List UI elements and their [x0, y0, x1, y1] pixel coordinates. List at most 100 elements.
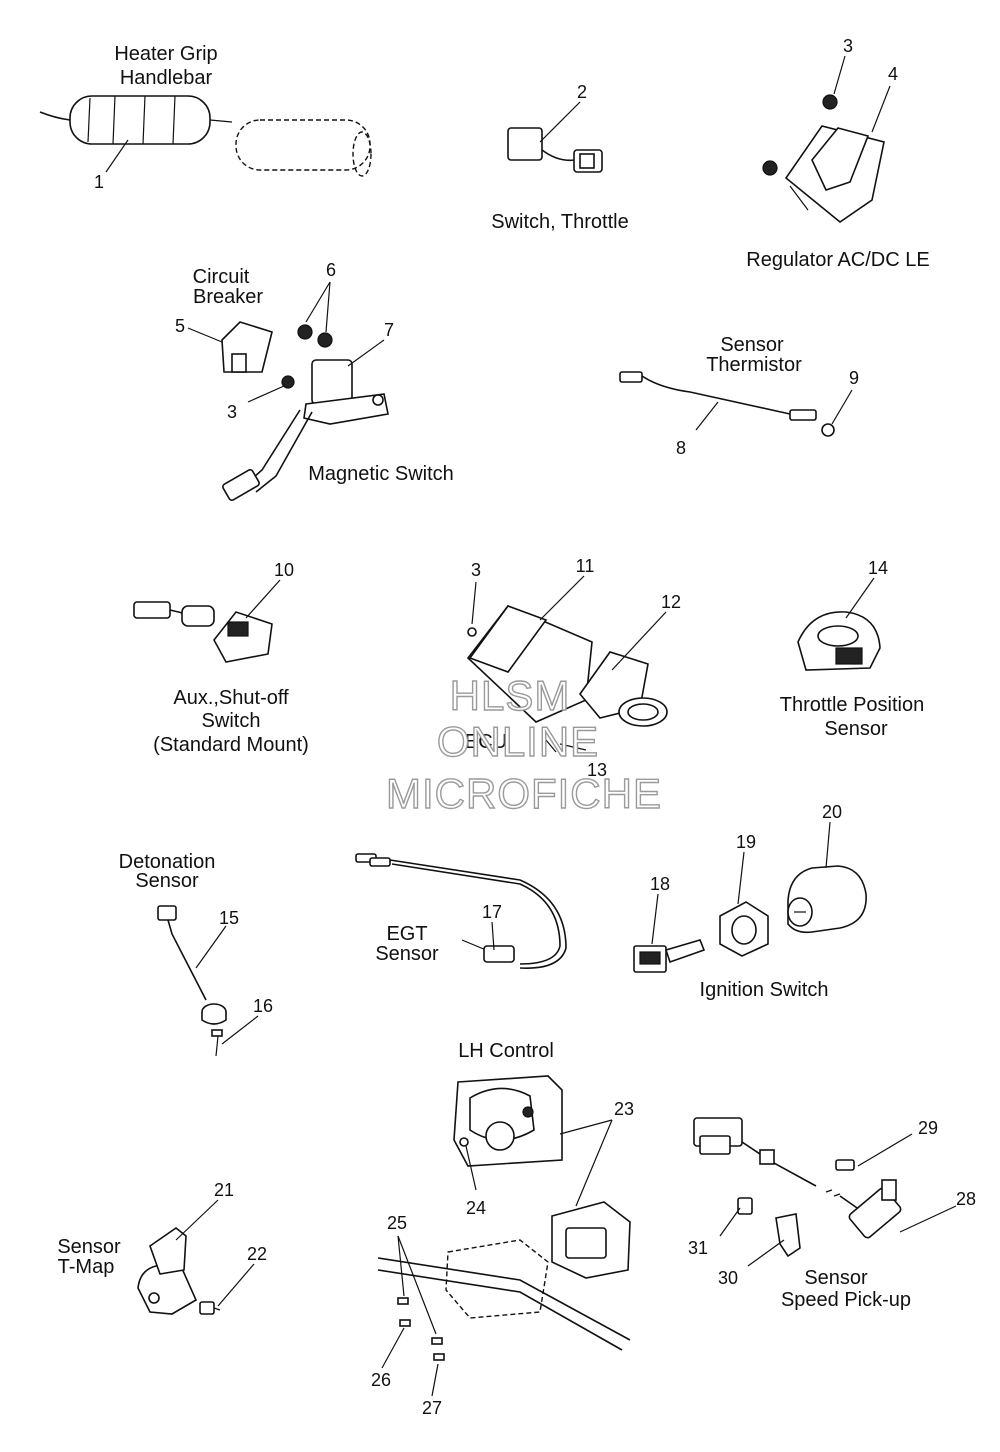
leader-30 [747, 1239, 785, 1267]
callout-2: 2 [577, 82, 587, 102]
ignition-switch-drawing [633, 865, 867, 973]
detonation-sensor-label-1: Detonation [119, 851, 216, 873]
watermark-line-1: HLSM [450, 672, 571, 719]
magnetic-switch-label: Magnetic Switch [308, 463, 454, 485]
leader-29 [857, 1133, 913, 1167]
sensor-tmap-drawing [137, 1227, 221, 1315]
leader-24 [465, 1145, 477, 1191]
lh-control-label: LH Control [458, 1040, 554, 1062]
egt-sensor-drawing [355, 853, 567, 969]
leader-4 [871, 85, 891, 133]
heater-grip-drawing [39, 95, 372, 177]
speed-pickup-drawing [693, 1117, 902, 1258]
leader-5 [187, 327, 223, 343]
callout-11: 11 [576, 556, 595, 576]
handlebar-assembly-drawing [377, 1201, 631, 1361]
throttle-switch-drawing [507, 127, 603, 173]
sensor-speed-label-2: Speed Pick-up [781, 1289, 911, 1311]
leader-26 [381, 1327, 405, 1369]
leader-13 [559, 743, 587, 751]
callout-25: 25 [387, 1213, 407, 1233]
leader-2 [539, 101, 581, 143]
heater-grip-label-2: Handlebar [120, 67, 213, 89]
callout-31: 31 [688, 1238, 708, 1258]
leader-11 [539, 575, 585, 621]
leader-18 [651, 893, 659, 945]
leader-28 [899, 1205, 957, 1233]
leader-15 [195, 925, 227, 969]
watermark-line-3: MICROFICHE [386, 770, 662, 817]
aux-shutoff-label-1: Aux.,Shut-off [173, 687, 289, 709]
callout-21: 21 [214, 1180, 234, 1200]
detonation-sensor-label-2: Sensor [135, 870, 199, 892]
leader-16 [221, 1015, 259, 1045]
throttle-position-label-1: Throttle Position [780, 694, 925, 716]
callout-16: 16 [253, 996, 273, 1016]
leader-6b [325, 281, 331, 333]
ecu-drawing [466, 605, 668, 753]
leader-22 [217, 1263, 255, 1307]
leader-7 [347, 339, 385, 367]
aux-shutoff-drawing [133, 601, 273, 663]
callout-9: 9 [849, 368, 859, 388]
sensor-thermistor-label-1: Sensor [720, 334, 784, 356]
thermistor-drawing [619, 371, 835, 437]
callout-28: 28 [956, 1189, 976, 1209]
callout-20: 20 [822, 802, 842, 822]
callout-24: 24 [466, 1198, 486, 1218]
leader-8 [695, 401, 719, 431]
callout-14: 14 [868, 558, 888, 578]
leader-6a [305, 281, 331, 323]
callout-6: 6 [326, 260, 336, 280]
leader-27 [431, 1363, 439, 1397]
leader-17 [491, 921, 495, 951]
callout-8: 8 [676, 438, 686, 458]
magnetic-switch-drawing [222, 324, 389, 501]
aux-shutoff-label-3: (Standard Mount) [153, 734, 309, 756]
circuit-breaker-label-2: Breaker [193, 286, 263, 308]
callout-3a: 3 [843, 36, 853, 56]
leader-19 [737, 851, 745, 905]
callout-3c: 3 [471, 560, 481, 580]
callout-17: 17 [482, 902, 502, 922]
ignition-switch-label: Ignition Switch [700, 979, 829, 1001]
leader-14 [845, 577, 875, 619]
leader-3b [247, 385, 285, 403]
watermark-line-2: ONLINE [437, 718, 599, 765]
sensor-speed-label-1: Sensor [804, 1267, 868, 1289]
egt-sensor-label-2: Sensor [375, 943, 439, 965]
heater-grip-label-1: Heater Grip [114, 43, 217, 65]
sensor-thermistor-label-2: Thermistor [706, 354, 802, 376]
leader-20 [825, 821, 831, 869]
leader-10 [245, 579, 281, 619]
callout-15: 15 [219, 908, 239, 928]
callout-1: 1 [94, 172, 104, 192]
throttle-position-label-2: Sensor [824, 718, 888, 740]
callout-12: 12 [661, 592, 681, 612]
callout-23: 23 [614, 1099, 634, 1119]
callout-29: 29 [918, 1118, 938, 1138]
sensor-tmap-label-2: T-Map [58, 1256, 115, 1278]
leader-3c [471, 581, 477, 625]
circuit-breaker-label-1: Circuit [193, 266, 250, 288]
leader-23a [559, 1119, 613, 1135]
callout-7: 7 [384, 320, 394, 340]
sensor-tmap-label-1: Sensor [57, 1236, 121, 1258]
leader-3a [833, 55, 846, 95]
egt-sensor-label-1: EGT [386, 923, 427, 945]
leader-21 [175, 1199, 219, 1241]
callout-3b: 3 [227, 402, 237, 422]
leader-25b [397, 1235, 437, 1335]
detonation-sensor-drawing [157, 905, 227, 1057]
lh-control-drawing [453, 1075, 563, 1167]
callout-10: 10 [274, 560, 294, 580]
circuit-breaker-drawing [221, 321, 273, 373]
callout-18: 18 [650, 874, 670, 894]
leader-12 [611, 611, 667, 671]
throttle-position-sensor-drawing [797, 611, 881, 671]
leader-1 [105, 139, 129, 173]
callout-19: 19 [736, 832, 756, 852]
aux-shutoff-label-2: Switch [202, 710, 261, 732]
